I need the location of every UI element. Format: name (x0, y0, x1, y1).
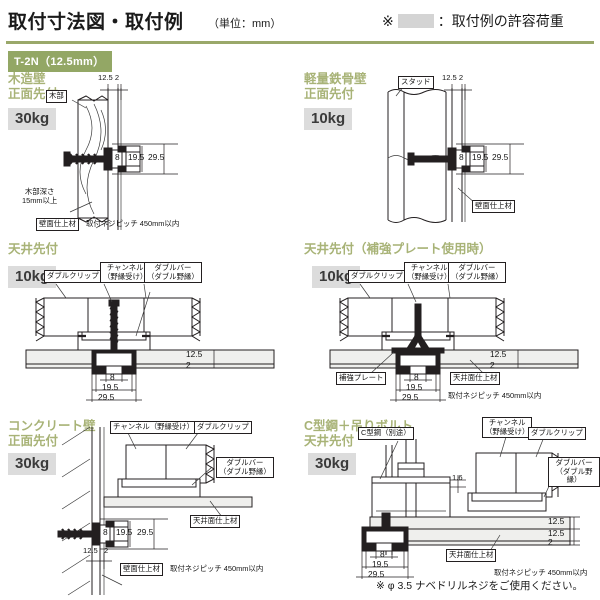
status-badge: 30kg (308, 453, 357, 475)
dim-8: 8 (414, 372, 419, 382)
callout-stud: スタッド (398, 76, 434, 89)
dim-12-5: 12.5 (83, 546, 98, 555)
callout-double-clip: ダブルクリップ (194, 421, 252, 434)
dim-top: 12.5 2 (98, 73, 120, 82)
dim-12-5: 12.5 (490, 349, 507, 359)
panel-title: 天井先付 (8, 242, 59, 256)
dim-12-5-lower: 12.5 (548, 528, 565, 538)
dim-19-5: 19.5 (102, 382, 119, 392)
legend-swatch (397, 14, 434, 28)
panel-ceiling-front-reinforce: 天井先付（補強プレート使用時） 10kg (300, 240, 600, 405)
drawing-svg (329, 283, 579, 402)
callout-ceiling-finish: 天井面仕上材 (446, 549, 497, 562)
load-badge-wrap: 30kg (8, 108, 57, 130)
dim-2: 2 (104, 546, 109, 555)
callout-reinforce-plate: 補強プレート (336, 372, 387, 385)
note-screw-pitch: 取付ネジピッチ 450mm以内 (86, 219, 180, 228)
dim-29-5: 29.5 (492, 152, 509, 162)
dim-29-5: 29.5 (368, 569, 385, 579)
dim-29-5: 29.5 (148, 152, 165, 162)
legend-text: ：取付例の許容荷重 (437, 13, 564, 29)
callout-wall-finish: 壁面仕上材 (120, 563, 163, 576)
product-tag: T-2N（12.5mm） (8, 51, 113, 72)
callout-wood-part: 木部 (46, 90, 67, 103)
callout-double-clip: ダブルクリップ (44, 270, 102, 283)
panel-c-steel-hanging-bolt: C型鋼＋吊りボルト 天井先付 30kg (300, 405, 600, 600)
dim-29-5: 29.5 (98, 392, 115, 402)
callout-double-clip: ダブルクリップ (528, 427, 586, 440)
panel-title: 天井先付（補強プレート使用時） (304, 242, 492, 256)
callout-double-bar: ダブルバー （ダブル野縁） (448, 262, 506, 284)
callout-channel: チャンネル （野縁受け） (404, 262, 455, 284)
page-header: 取付寸法図・取付例 （単位：mm） ※ ：取付例の許容荷重 (0, 0, 600, 44)
dim-2: 2 (186, 360, 191, 370)
drawing-c-steel (300, 405, 600, 600)
unit-note: （単位：mm） (208, 18, 282, 30)
drawing-concrete-wall (0, 405, 300, 600)
callout-channel: チャンネル（野縁受け） (110, 421, 198, 434)
dim-29-5: 29.5 (402, 392, 419, 402)
load-badge-wrap: 30kg (8, 453, 57, 475)
dim-top: 12.5 2 (442, 73, 464, 82)
dim-19-5: 19.5 (128, 152, 145, 162)
drawing-svg (356, 436, 580, 579)
panel-concrete-wall-front: コンクリート壁 正面先付 30kg (0, 405, 300, 600)
dim-12-5-upper: 12.5 (548, 516, 565, 526)
callout-double-bar: ダブルバー （ダブル野縁） (144, 262, 202, 284)
panel-wood-wall-front: 木造壁 正面先付 30kg (0, 70, 300, 240)
panel-ceiling-front: 天井先付 10kg (0, 240, 300, 405)
header-divider (6, 41, 594, 44)
status-badge: 30kg (8, 108, 57, 130)
legend-mark-icon: ※ (382, 12, 394, 29)
panel-title: コンクリート壁 正面先付 (8, 419, 96, 448)
footnote: ※ φ 3.5 ナベドリルネジをご使用ください。 (376, 580, 583, 592)
dim-1-6: 1.6 (452, 473, 463, 482)
dim-19-5: 19.5 (372, 559, 389, 569)
drawing-svg (57, 426, 253, 596)
page-title: 取付寸法図・取付例 (8, 12, 184, 33)
status-badge: 30kg (8, 453, 57, 475)
legend: ※ ：取付例の許容荷重 (382, 11, 564, 31)
dim-19-5: 19.5 (472, 152, 489, 162)
dim-8: 8 (380, 549, 385, 559)
drawing-ceiling-reinforce (300, 240, 600, 405)
callout-double-bar: ダブルバー （ダブル野縁） (548, 457, 600, 487)
callout-channel: チャンネル （野縁受け） (100, 262, 151, 284)
drawing-ceiling (0, 240, 300, 405)
note-wood-depth: 木部深さ 15mm以上 (22, 187, 58, 205)
dim-19-5: 19.5 (406, 382, 423, 392)
note-screw-pitch: 取付ネジピッチ 450mm以内 (494, 568, 588, 577)
panel-light-steel-wall-front: 軽量鉄骨壁 正面先付 10kg (300, 70, 600, 240)
drawing-light-steel-wall (300, 70, 600, 240)
dim-29-5: 29.5 (137, 527, 154, 537)
drawing-svg (63, 84, 178, 230)
dim-2: 2 (490, 360, 495, 370)
dim-19-5: 19.5 (116, 527, 133, 537)
drawing-svg (25, 283, 275, 402)
load-badge-wrap: 30kg (308, 453, 357, 475)
note-screw-pitch: 取付ネジピッチ 450mm以内 (170, 564, 264, 573)
callout-channel: チャンネル （野縁受け） (482, 417, 533, 439)
callout-double-bar: ダブルバー （ダブル野縁） (216, 457, 274, 479)
callout-wall-finish: 壁面仕上材 (472, 200, 515, 213)
callout-ceiling-finish: 天井面仕上材 (190, 515, 241, 528)
dim-2: 2 (548, 537, 553, 547)
callout-wall-finish: 壁面仕上材 (36, 218, 79, 231)
note-screw-pitch: 取付ネジピッチ 450mm以内 (448, 391, 542, 400)
panel-title: 軽量鉄骨壁 正面先付 (304, 72, 367, 101)
dim-12-5: 12.5 (186, 349, 203, 359)
dim-8: 8 (110, 372, 115, 382)
dim-8: 8 (115, 152, 120, 162)
drawing-wood-wall (0, 70, 300, 240)
callout-c-steel: C型鋼（別途） (358, 427, 414, 440)
drawing-svg (387, 84, 524, 223)
callout-double-clip: ダブルクリップ (348, 270, 406, 283)
dim-8: 8 (459, 152, 464, 162)
load-badge-wrap: 10kg (304, 108, 353, 130)
status-badge: 10kg (304, 108, 353, 130)
dim-8: 8 (103, 527, 108, 537)
panel-title: 木造壁 正面先付 (8, 72, 59, 101)
callout-ceiling-finish: 天井面仕上材 (450, 372, 501, 385)
